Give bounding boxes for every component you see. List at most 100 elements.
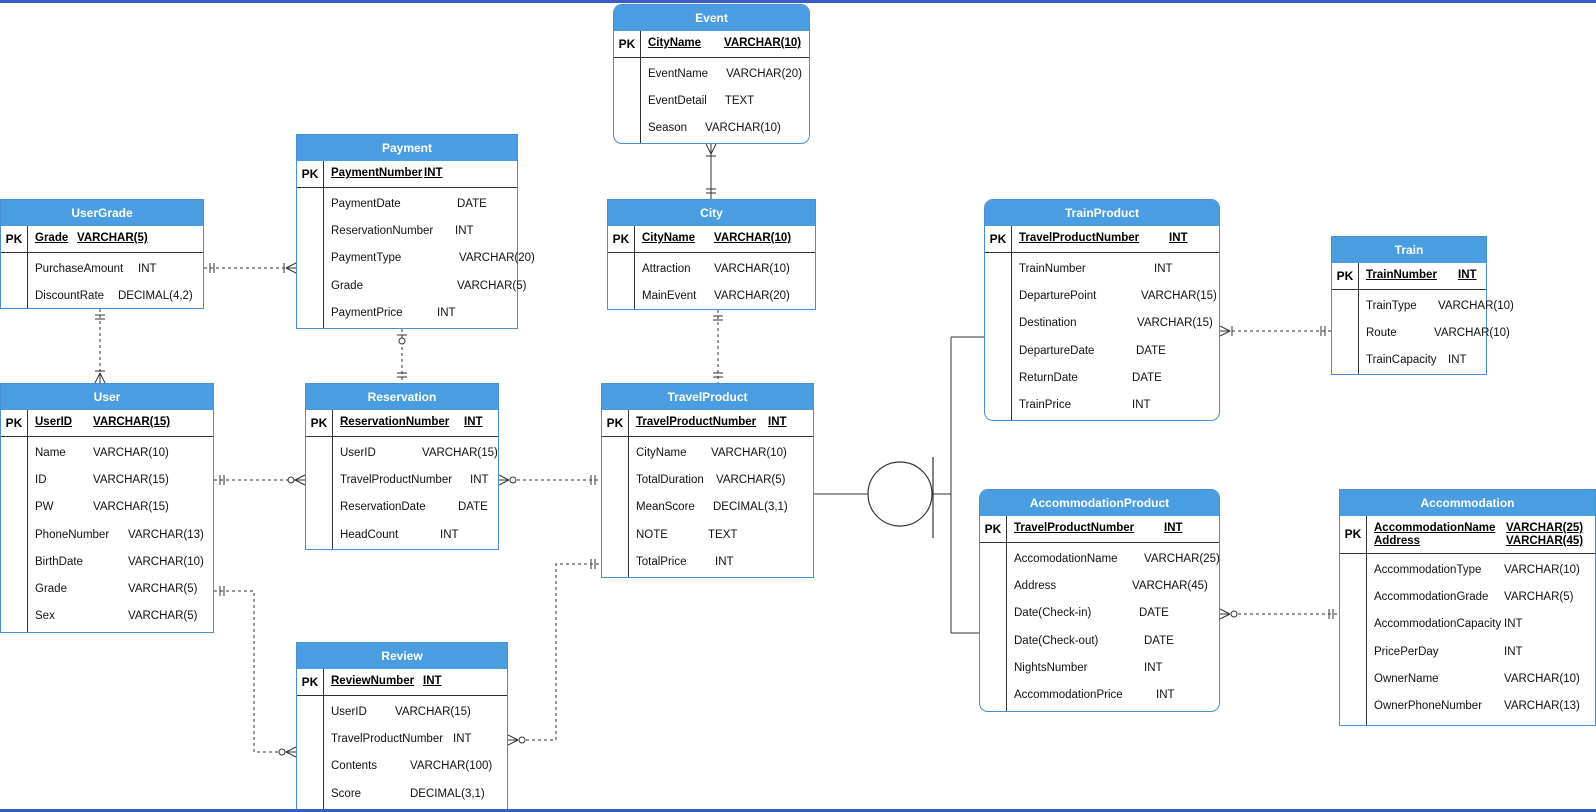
attribute-name: Destination (1019, 317, 1077, 330)
attribute-name: AccommodationGrade (1374, 591, 1489, 604)
crow-foot-mark (507, 734, 519, 741)
attribute-name: Date(Check-out) (1014, 634, 1099, 647)
zero-mark (398, 337, 406, 345)
key-gutter (297, 696, 324, 809)
attribute-type: VARCHAR(15) (93, 501, 169, 514)
link-review-travelproduct (508, 563, 601, 741)
attribute-type: VARCHAR(10) (711, 447, 787, 459)
attribute-type: VARCHAR(5) (457, 279, 527, 292)
primary-key-row: PK TravelProductNumber INT (602, 410, 813, 437)
attribute-name: UserID (340, 447, 376, 459)
attribute-name: PW (35, 501, 54, 514)
key-gutter (602, 437, 629, 577)
attribute-name: PricePerDay (1374, 645, 1439, 658)
pk-field-type: VARCHAR(15) (93, 416, 171, 428)
attribute-type: INT (455, 225, 474, 238)
pk-label: PK (297, 161, 324, 187)
attribute-type: INT (1448, 354, 1467, 367)
attribute-type: INT (1144, 661, 1163, 674)
attribute-name: TrainType (1366, 300, 1417, 312)
attribute-name: AccommodationPrice (1014, 688, 1123, 701)
pk-field-type: INT (464, 416, 483, 428)
crow-foot-mark (285, 267, 297, 274)
attribute-name: TrainCapacity (1366, 354, 1437, 367)
zero-mark (278, 748, 286, 756)
attribute-type: TEXT (724, 95, 755, 108)
attribute-name: TotalDuration (636, 474, 704, 487)
attribute-row: NightsNumber INT (1007, 655, 1219, 682)
crow-foot-mark (99, 372, 106, 384)
pk-label: PK (602, 410, 629, 436)
attribute-name: TotalPrice (636, 555, 687, 568)
attribute-type: INT (1132, 398, 1151, 411)
attribute-type: VARCHAR(10) (1438, 300, 1514, 312)
attribute-type: VARCHAR(13) (1504, 699, 1580, 712)
crow-foot-mark (1219, 330, 1231, 337)
key-gutter (980, 543, 1007, 711)
attribute-name: NOTE (636, 528, 668, 541)
attribute-name: Sex (35, 610, 55, 623)
attribute-type: VARCHAR(100) (410, 760, 493, 773)
entity-title: TravelProduct (602, 384, 813, 410)
pk-field-name: TravelProductNumber (636, 416, 757, 428)
crow-foot-mark (94, 372, 101, 384)
attribute-type: DATE (1136, 344, 1166, 357)
attribute-name: TravelProductNumber (331, 733, 444, 746)
key-gutter (1340, 554, 1367, 725)
attribute-type: DATE (1139, 607, 1169, 620)
attribute-name: BirthDate (35, 555, 83, 568)
attribute-type: VARCHAR(15) (1141, 290, 1217, 303)
pk-field-type: INT (768, 416, 787, 428)
attribute-type: VARCHAR(10) (714, 263, 790, 275)
attribute-type: DATE (1144, 634, 1174, 647)
attribute-name: PaymentType (331, 252, 402, 265)
key-gutter (985, 253, 1012, 420)
attribute-name: ReservationNumber (331, 225, 434, 238)
entity-title: Review (297, 643, 507, 669)
attribute-name: NightsNumber (1014, 661, 1088, 674)
entity-title: Payment (297, 135, 517, 161)
key-gutter (297, 188, 324, 328)
pk-label: PK (1, 226, 28, 252)
pk-label: PK (608, 226, 635, 252)
attribute-type: VARCHAR(15) (422, 447, 498, 459)
attribute-name: Grade (35, 582, 67, 595)
attribute-type: VARCHAR(10) (1434, 327, 1510, 340)
attribute-name: Attraction (642, 263, 691, 275)
pk-field-name: AccommodationName (1374, 522, 1496, 534)
crow-foot-mark (285, 746, 297, 753)
